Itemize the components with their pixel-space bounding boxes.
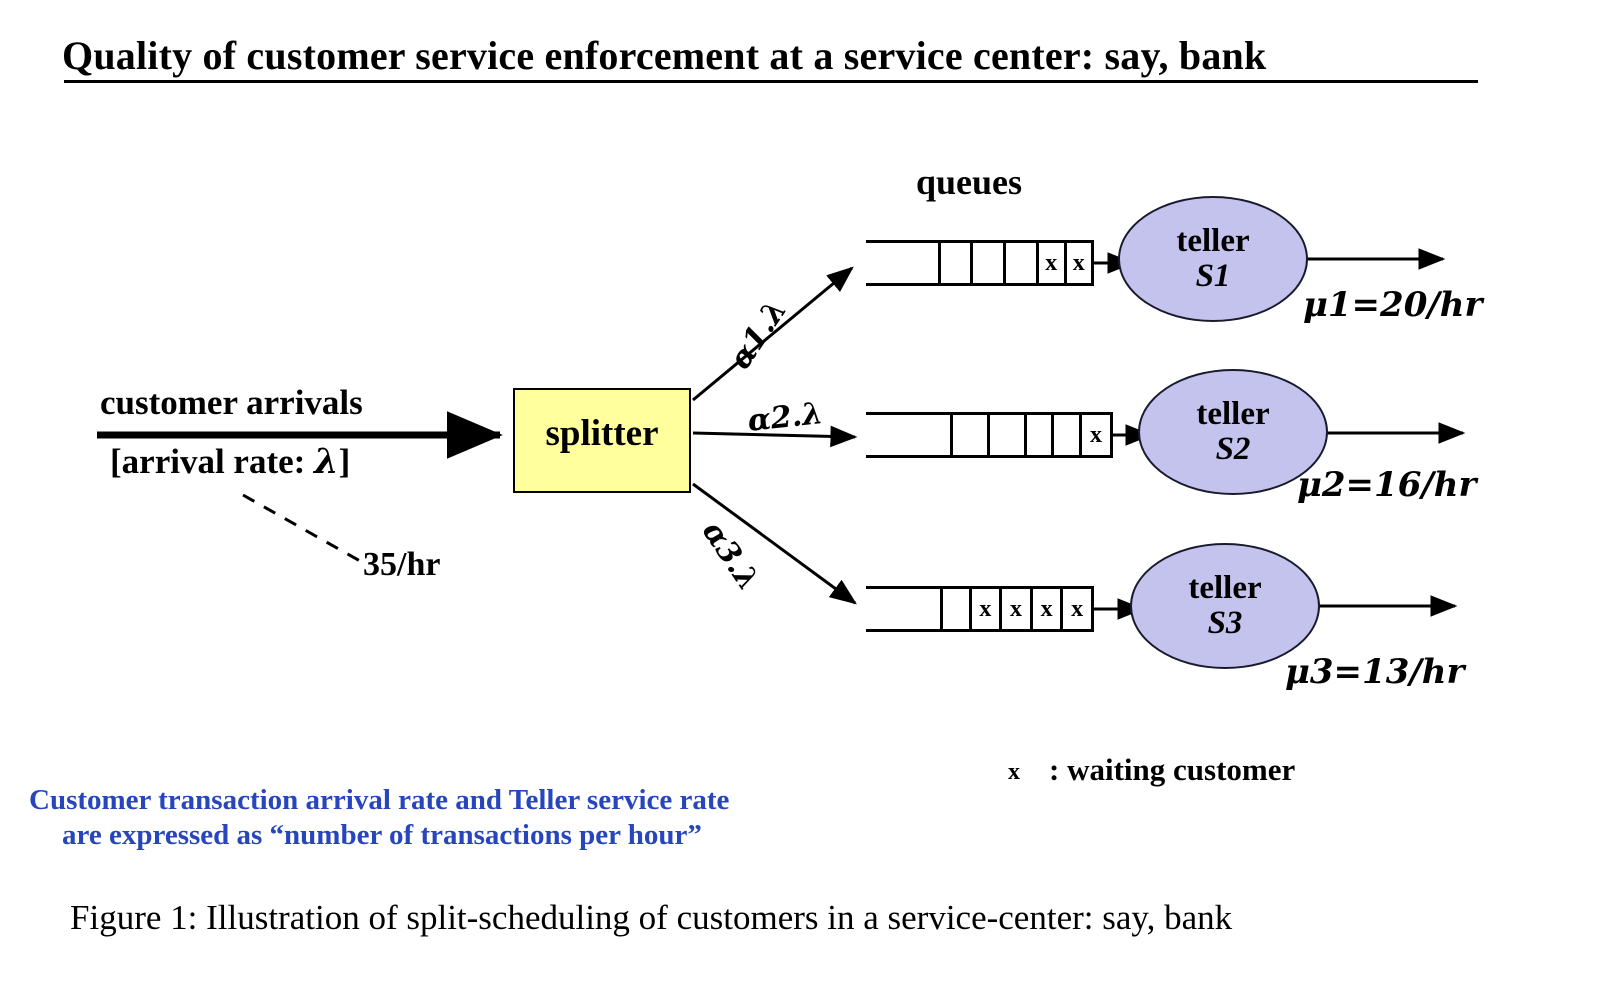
- queue-cell-occupied: x: [1079, 415, 1113, 455]
- queue-cell: [1051, 415, 1079, 455]
- queue-cell: [986, 415, 1024, 455]
- teller-id: S1: [1195, 258, 1231, 294]
- queue-cell: [866, 243, 938, 283]
- branch-label-2: α2.λ: [746, 396, 825, 439]
- units-note: Customer transaction arrival rate and Te…: [29, 783, 729, 853]
- teller-node-s3[interactable]: teller S3: [1130, 543, 1320, 669]
- teller-word: teller: [1176, 223, 1250, 260]
- units-note-line-2: are expressed as “number of transactions…: [62, 818, 702, 851]
- teller-node-s1[interactable]: teller S1: [1118, 196, 1308, 322]
- arrival-rate-value: 35/hr: [363, 546, 441, 583]
- teller-id: S2: [1215, 431, 1251, 467]
- arrival-label-rate: [arrival rate: λ]: [110, 441, 350, 482]
- service-rate-s3: μ3=13/hr: [1285, 652, 1465, 692]
- teller-node-s2[interactable]: teller S2: [1138, 369, 1328, 495]
- teller-id: S3: [1207, 605, 1243, 641]
- queue-cell: [949, 415, 987, 455]
- arrival-rate-prefix: [arrival rate:: [110, 442, 315, 481]
- page-title: Quality of customer service enforcement …: [62, 33, 1267, 78]
- queue-cell: [970, 243, 1003, 283]
- queue-cell: [866, 415, 950, 455]
- queue-cell: [937, 243, 971, 283]
- lambda-symbol: λ: [314, 441, 339, 482]
- legend-text: : waiting customer: [1049, 752, 1296, 787]
- title-underline: [64, 80, 1478, 83]
- splitter-node[interactable]: [513, 388, 691, 493]
- queue-cell-occupied: x: [968, 589, 1000, 629]
- queue-cell: [939, 589, 969, 629]
- arrival-rate-suffix: ]: [338, 442, 351, 481]
- branch-label-3: α3.λ: [694, 515, 767, 598]
- queue-cell: [1023, 415, 1052, 455]
- queues-heading: queues: [916, 162, 1023, 202]
- queue-cell: [866, 589, 940, 629]
- splitter-label: splitter: [545, 413, 659, 454]
- queue-cell-occupied: x: [999, 589, 1030, 629]
- queue-2: x: [866, 412, 1113, 458]
- queue-1: x x: [866, 240, 1094, 286]
- queue-cell-occupied: x: [1063, 243, 1094, 283]
- legend-symbol: x: [1008, 759, 1020, 785]
- branch-label-1: α1.λ: [723, 293, 795, 376]
- teller-word: teller: [1188, 570, 1262, 607]
- queue-3: x x x x: [866, 586, 1094, 632]
- service-rate-s2: μ2=16/hr: [1297, 465, 1477, 505]
- arrival-label-top: customer arrivals: [100, 383, 363, 422]
- queue-cell-occupied: x: [1060, 589, 1094, 629]
- units-note-line-1: Customer transaction arrival rate and Te…: [29, 784, 730, 816]
- arrival-rate-leader: [242, 493, 361, 563]
- teller-word: teller: [1196, 396, 1270, 433]
- queue-cell-occupied: x: [1036, 243, 1063, 283]
- queue-cell: [1003, 243, 1036, 283]
- service-rate-s1: μ1=20/hr: [1303, 285, 1483, 325]
- figure-caption: Figure 1: Illustration of split-scheduli…: [70, 898, 1233, 937]
- queue-cell-occupied: x: [1029, 589, 1061, 629]
